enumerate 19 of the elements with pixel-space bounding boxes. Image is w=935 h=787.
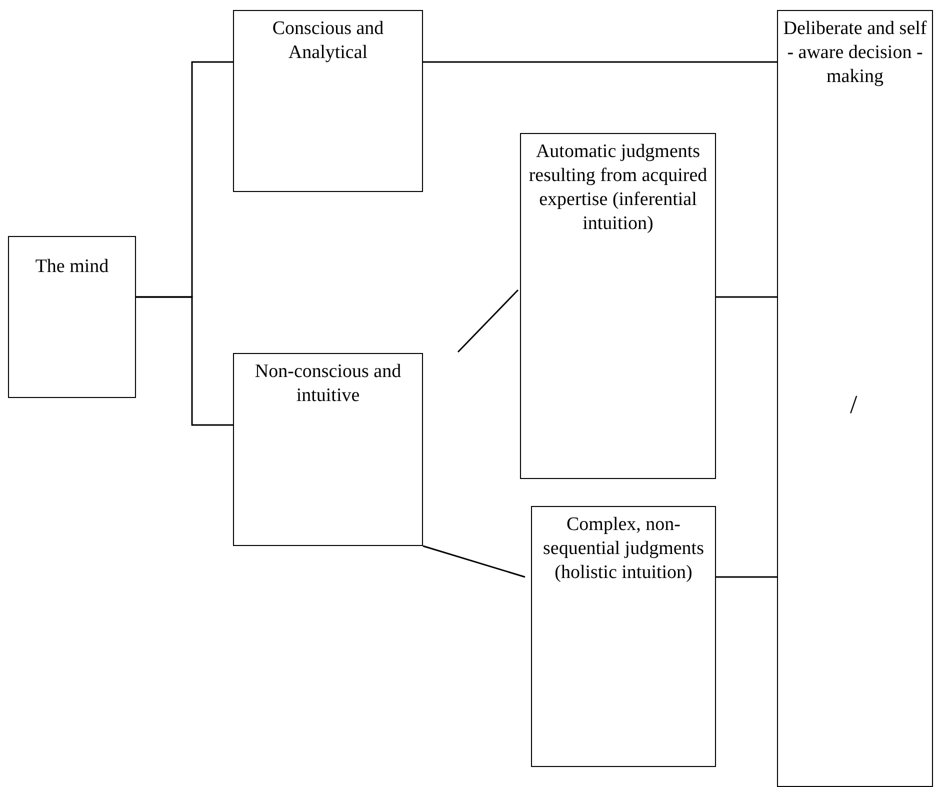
box-text: The mind — [34, 255, 110, 279]
text-box — [233, 10, 423, 192]
connector-line — [422, 545, 526, 578]
text-box — [777, 10, 933, 787]
slash-mark: / — [850, 390, 858, 420]
connector-line — [457, 289, 519, 353]
box-text: Complex, non-sequential judgments (holistic intuition) — [542, 513, 705, 585]
connector-line — [716, 296, 777, 298]
box-text: Non-conscious and intuitive — [254, 360, 402, 408]
connector-line — [136, 296, 233, 426]
text-box — [233, 353, 423, 546]
text-box — [531, 506, 716, 767]
connector-line — [716, 576, 777, 578]
box-text: Conscious and Analytical — [271, 17, 385, 65]
text-box — [520, 133, 716, 479]
text-box — [8, 236, 136, 398]
box-text: Deliberate and self - aware decision - making — [782, 17, 928, 89]
box-text: Automatic judgments resulting from acquired expertise (inferential intuition) — [528, 140, 708, 236]
connector-line — [423, 61, 777, 63]
